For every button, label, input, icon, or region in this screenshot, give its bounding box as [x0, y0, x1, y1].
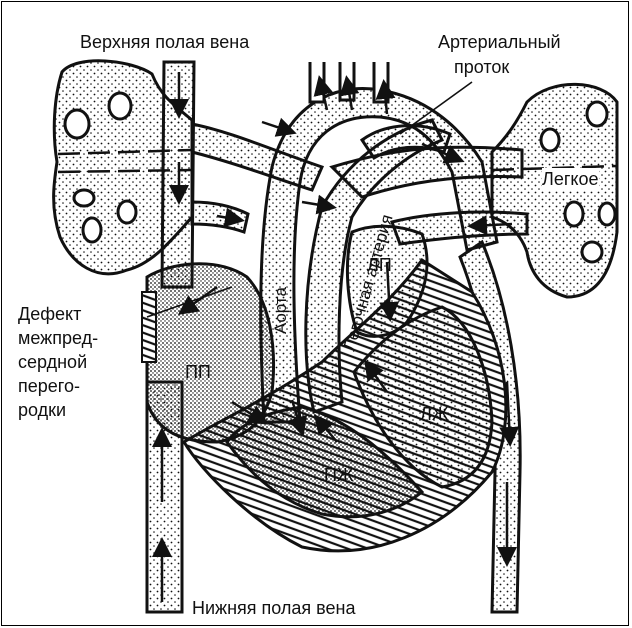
- septal-defect-label-line4: перего-: [18, 375, 80, 397]
- right-ventricle-label: ПЖ: [324, 464, 354, 486]
- lung-label: Легкое: [542, 168, 599, 190]
- septal-defect-label-line5: родки: [18, 399, 66, 421]
- superior-vena-cava-label: Верхняя полая вена: [80, 31, 249, 53]
- right-atrium-label: ПП: [185, 361, 211, 383]
- inferior-vena-cava-label: Нижняя полая вена: [192, 597, 355, 619]
- aorta-label: Аорта: [271, 287, 290, 334]
- septal-defect-label-line2: межпред-: [18, 327, 98, 349]
- ductus-arteriosus-label-line2: проток: [454, 56, 509, 78]
- ductus-arteriosus-label-line1: Артериальный: [438, 31, 561, 53]
- left-ventricle-label: ЛЖ: [420, 403, 448, 425]
- septal-defect-label-line1: Дефект: [18, 303, 81, 325]
- left-atrium-label: ЛП: [367, 254, 392, 276]
- septal-defect-label-line3: сердной: [18, 351, 87, 373]
- inferior-vena-cava: [147, 382, 182, 612]
